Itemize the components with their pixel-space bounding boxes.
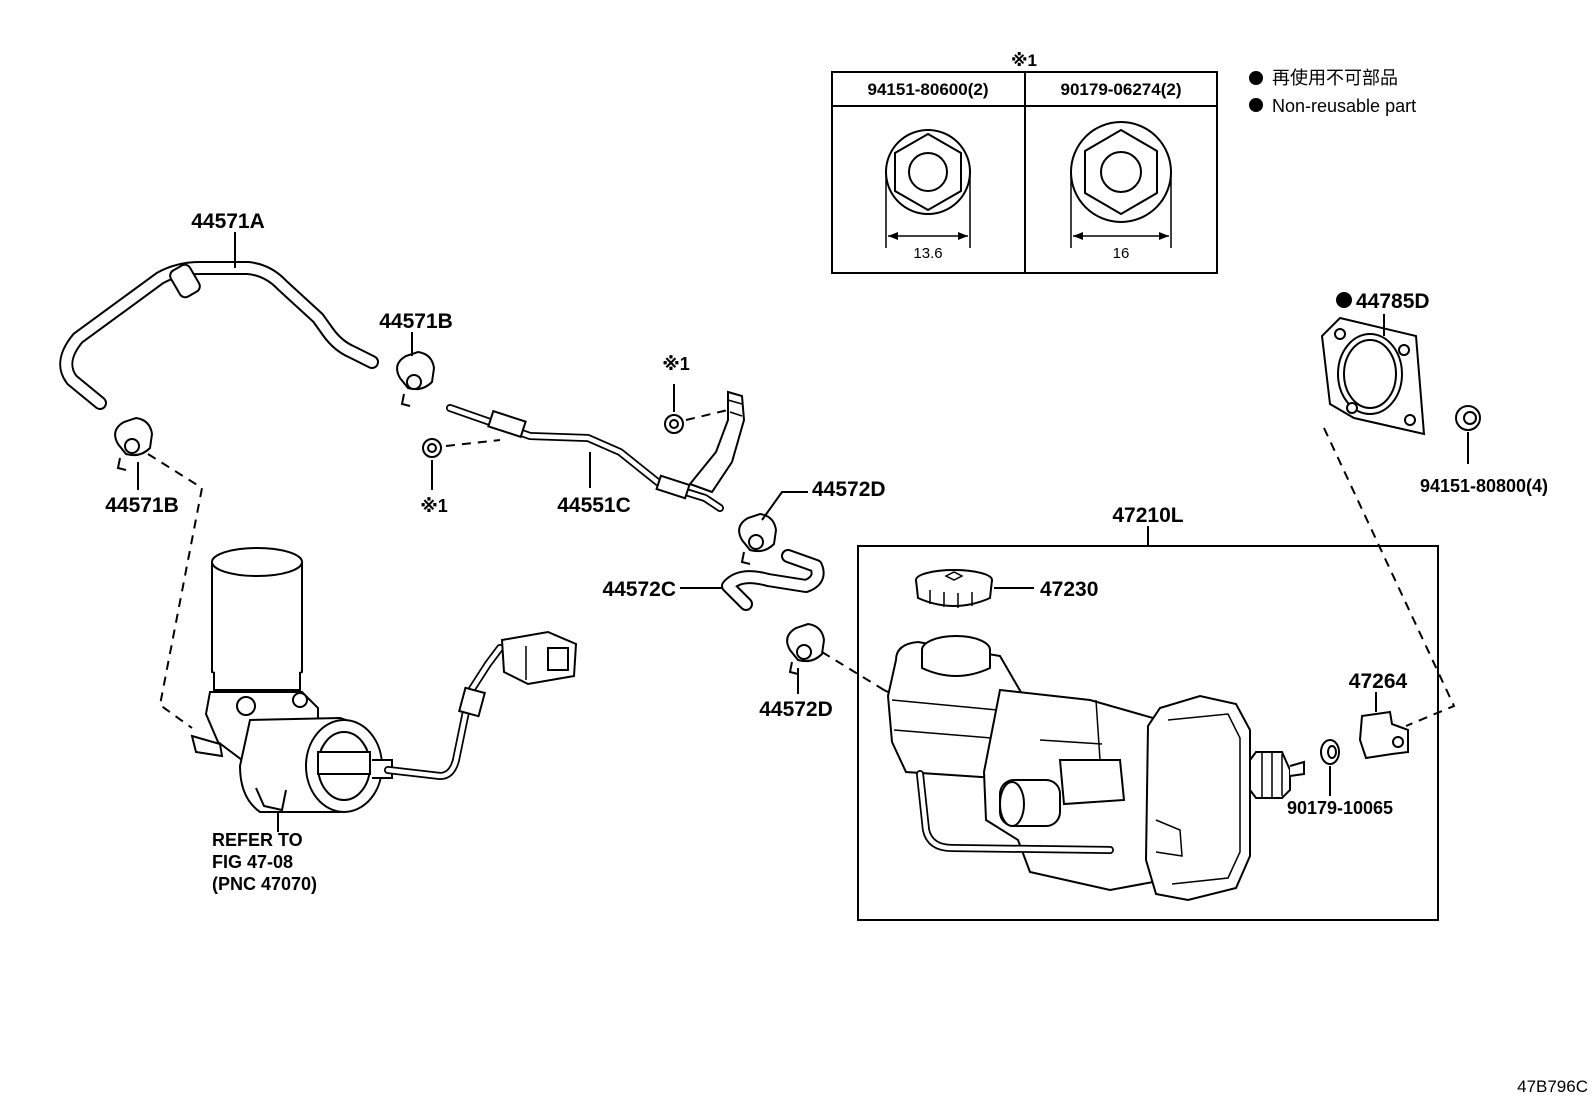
label-44551c: 44551C <box>557 494 631 517</box>
nut-94151-80800-icon <box>1455 405 1481 431</box>
clip-44572d-top-icon <box>738 512 778 565</box>
fastener-table: ※1 94151-80600(2) 90179-06274(2) 13.6 <box>831 51 1218 274</box>
dashed-link-gasket-bracket <box>1323 427 1456 727</box>
gasket-44785d <box>1320 316 1426 436</box>
bracket-47264-icon <box>1358 710 1409 760</box>
label-90179-10065: 90179-10065 <box>1287 798 1393 818</box>
label-47264: 47264 <box>1349 670 1408 693</box>
label-47230: 47230 <box>1040 578 1098 601</box>
note-top: ※1 <box>662 354 690 374</box>
label-47210l: 47210L <box>1112 504 1183 527</box>
figure-code: 47B796C <box>1517 1077 1588 1096</box>
refer-note: REFER TO FIG 47-08 (PNC 47070) <box>212 830 317 894</box>
label-44571b-top: 44571B <box>379 310 453 333</box>
flange-nut-1-icon <box>885 129 971 248</box>
legend-line-en: Non-reusable part <box>1272 96 1416 116</box>
label-44785d: 44785D <box>1356 290 1430 313</box>
nut-top-icon <box>664 414 684 434</box>
label-44571a: 44571A <box>191 210 265 233</box>
hose-44571a <box>59 261 379 410</box>
legend-bullet-icon <box>1249 71 1263 85</box>
refer-line-1: REFER TO <box>212 830 303 850</box>
pipe-44551c <box>446 390 746 512</box>
note-left: ※1 <box>420 496 448 516</box>
reservoir-cap-47230-icon <box>915 569 993 608</box>
label-44571b-left: 44571B <box>105 494 179 517</box>
non-reusable-bullet-icon <box>1336 292 1352 308</box>
label-44572d-top: 44572D <box>812 478 886 501</box>
clip-44571b-left-icon <box>114 416 154 471</box>
clip-44572d-bottom-icon <box>786 622 826 675</box>
clip-44571b-top-icon <box>396 350 436 407</box>
washer-90179-10065-icon <box>1320 739 1340 765</box>
refer-line-3: (PNC 47070) <box>212 874 317 894</box>
label-94151-80800: 94151-80800(4) <box>1420 476 1548 496</box>
label-44572c: 44572C <box>602 578 676 601</box>
legend: 再使用不可部品 Non-reusable part <box>1249 68 1416 116</box>
table-col2-dim: 16 <box>1113 245 1130 262</box>
pump-motor-assembly <box>190 547 578 813</box>
brake-booster-assembly <box>886 635 1305 902</box>
table-col1-header: 94151-80600(2) <box>868 80 989 99</box>
nut-left-icon <box>422 438 442 458</box>
assembly-box-47210l <box>857 545 1439 921</box>
hose-44572c <box>721 549 825 611</box>
table-marker: ※1 <box>1011 51 1037 70</box>
label-44572d-bottom: 44572D <box>759 698 833 721</box>
flange-nut-2-icon <box>1070 121 1172 248</box>
legend-bullet-icon <box>1249 98 1263 112</box>
dashed-link-clip-pump <box>147 453 204 729</box>
table-col1-dim: 13.6 <box>913 245 942 262</box>
table-col2-header: 90179-06274(2) <box>1061 80 1182 99</box>
legend-line-jp: 再使用不可部品 <box>1272 68 1398 88</box>
refer-line-2: FIG 47-08 <box>212 852 293 872</box>
